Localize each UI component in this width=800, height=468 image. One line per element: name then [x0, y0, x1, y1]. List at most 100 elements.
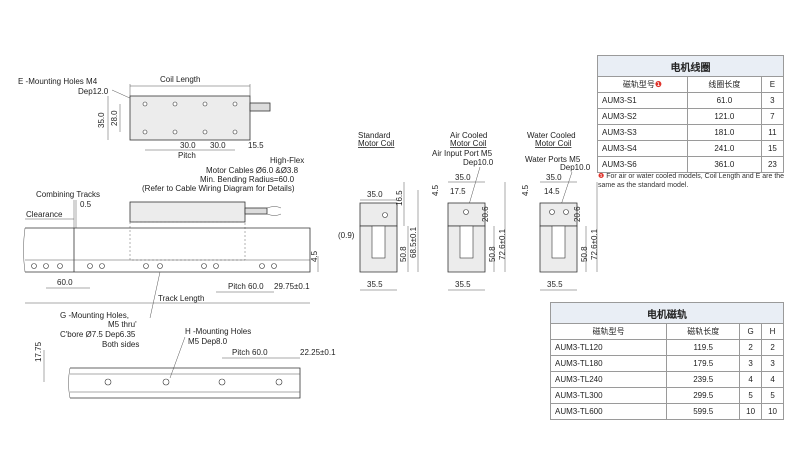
table-row: AUM3-S6 361.0 23: [597, 156, 785, 173]
cable-stub: [249, 102, 271, 112]
coil-col-header: E: [760, 76, 785, 93]
air-dim-50-8: 50.8: [488, 246, 497, 262]
g-holes-line1: G -Mounting Holes,: [60, 311, 129, 320]
coil-col-header: 线圈长度: [686, 76, 762, 93]
rail-table-title: 电机磁轨: [550, 302, 784, 324]
rail-col-header: 磁轨型号: [549, 323, 668, 340]
water-dim-50-8: 50.8: [580, 246, 589, 262]
g-holes-line2: M5 thru': [108, 320, 137, 329]
pitch-30a: 30.0: [180, 141, 196, 150]
dim-35: 35.0: [97, 112, 106, 128]
e-holes-depth: Dep12.0: [78, 87, 109, 96]
water-dim-35-5: 35.5: [547, 280, 563, 289]
water-dim-14-5: 14.5: [544, 187, 560, 196]
coil-col-header: 磁轨型号❶: [597, 76, 688, 93]
table-row: AUM3-TL120 119.5 2 2: [549, 339, 784, 356]
coil-top-body: [129, 95, 251, 141]
water-port-line1: Water Ports M5: [525, 155, 581, 164]
table-row: AUM3-S1 61.0 3: [597, 92, 785, 109]
dim-4-5: 4.5: [310, 250, 319, 262]
pitch-30b: 30.0: [210, 141, 226, 150]
note-mark-icon: ❶: [654, 80, 663, 89]
h-holes-note: H -Mounting Holes M5 Dep8.0: [169, 327, 251, 379]
water-dim-4-5: 4.5: [521, 184, 530, 196]
air-dim-35: 35.0: [455, 173, 471, 182]
coil-length-label: Coil Length: [160, 75, 200, 84]
mounting-hole: [202, 129, 208, 135]
rail-col-header: H: [761, 323, 784, 340]
standard-dim-68-5: 68.5±0.1: [409, 226, 418, 258]
air-title1: Air Cooled: [450, 131, 487, 140]
h-holes-line2: M5 Dep8.0: [188, 337, 228, 346]
dim-0-5: 0.5: [80, 200, 92, 209]
air-dim-72-6: 72.6±0.1: [498, 228, 507, 260]
table-row: AUM3-S2 121.0 7: [597, 108, 785, 125]
table-row: AUM3-TL600 599.5 10 10: [549, 403, 784, 420]
air-port-line2: Dep10.0: [463, 158, 494, 167]
air-cooled-view: Air Cooled Motor Coil Air Input Port M5 …: [431, 131, 507, 291]
mounting-hole: [142, 101, 148, 107]
standard-coil-top: [359, 202, 398, 227]
rail-col-header: G: [739, 323, 763, 340]
dim-17-75: 17.75: [34, 341, 43, 362]
dim-15-5: 15.5: [248, 141, 264, 150]
coil-table-title: 电机线圈: [597, 55, 784, 77]
h-holes-line1: H -Mounting Holes: [185, 327, 251, 336]
water-cooled-view: Water Cooled Motor Coil Water Ports M5 D…: [521, 131, 599, 291]
g-holes-line3: C'bore Ø7.5 Dep6.35: [60, 330, 136, 339]
cable-note: High-Flex Motor Cables Ø6.0 &Ø3.8 Min. B…: [142, 156, 304, 193]
air-dim-17-5: 17.5: [450, 187, 466, 196]
track-length-label: Track Length: [158, 294, 204, 303]
air-dim-20-6: 20.6: [481, 206, 490, 222]
mounting-hole: [172, 129, 178, 135]
table-row: AUM3-S4 241.0 15: [597, 140, 785, 157]
air-port-line1: Air Input Port M5: [432, 149, 493, 158]
mounting-hole: [232, 101, 238, 107]
cable-side: [244, 207, 268, 215]
pitch-label: Pitch: [178, 151, 196, 160]
standard-dim-35-5: 35.5: [367, 280, 383, 289]
g-holes-line4: Both sides: [102, 340, 139, 349]
standard-dim-35: 35.0: [367, 190, 383, 199]
air-dim-35-5: 35.5: [455, 280, 471, 289]
mounting-hole: [142, 129, 148, 135]
rail-col-header: 磁轨长度: [666, 323, 741, 340]
standard-dim-0-9: (0.9): [338, 231, 355, 240]
table-row: AUM3-S3 181.0 11: [597, 124, 785, 141]
dim-28: 28.0: [110, 110, 119, 126]
coil-side-body: [129, 201, 246, 223]
top-view: E -Mounting Holes M4 Dep12.0 Coil Length…: [18, 75, 271, 160]
e-holes-label: E -Mounting Holes M4: [18, 77, 98, 86]
combining-tracks-label: Combining Tracks: [36, 190, 100, 199]
bottom-view: 17.75 Pitch 60.0 22.25±0.1: [34, 341, 336, 399]
mounting-hole: [172, 101, 178, 107]
water-dim-35: 35.0: [546, 173, 562, 182]
standard-dim-16-5: 16.5: [395, 190, 404, 206]
table-row: AUM3-TL300 299.5 5 5: [549, 387, 784, 404]
water-title1: Water Cooled: [527, 131, 576, 140]
pitch-60-bottom: Pitch 60.0: [232, 348, 268, 357]
cable-note-line4: (Refer to Cable Wiring Diagram for Detai…: [142, 184, 295, 193]
air-title2: Motor Coil: [450, 139, 487, 148]
air-dim-4-5: 4.5: [431, 184, 440, 196]
dim-29-75: 29.75±0.1: [274, 282, 310, 291]
table-row: AUM3-TL180 179.5 3 3: [549, 355, 784, 372]
note-mark-icon: ❶: [598, 173, 605, 180]
table-row: AUM3-TL240 239.5 4 4: [549, 371, 784, 388]
water-port-line2: Dep10.0: [560, 163, 591, 172]
clearance-label: Clearance: [26, 210, 63, 219]
cable-note-line1: High-Flex: [270, 156, 304, 165]
standard-coil-view: Standard Motor Coil 35.0 16.5 (0.9) 50.8…: [338, 131, 419, 291]
mounting-hole: [232, 129, 238, 135]
rail-table: 电机磁轨 磁轨型号 磁轨长度 G H AUM3-TL120 119.5 2 2 …: [549, 302, 784, 420]
water-dim-72-6: 72.6±0.1: [590, 228, 599, 260]
standard-dim-50-8: 50.8: [399, 246, 408, 262]
coil-table-note: ❶ For air or water cooled models, Coil L…: [598, 173, 785, 189]
dim-22-25: 22.25±0.1: [300, 348, 336, 357]
cable-note-line3: Min. Bending Radius=60.0: [200, 175, 295, 184]
coil-table: 电机线圈 磁轨型号❶ 线圈长度 E AUM3-S1 61.0 3 AUM3-S2…: [597, 55, 785, 173]
standard-title1: Standard: [358, 131, 390, 140]
pitch-60-side: Pitch 60.0: [228, 282, 264, 291]
water-dim-20-6: 20.6: [573, 206, 582, 222]
